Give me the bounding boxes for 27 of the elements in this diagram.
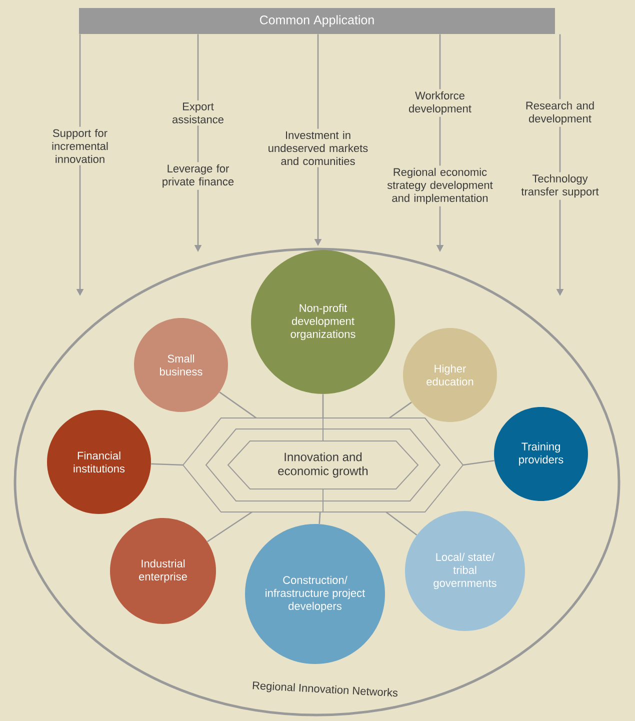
connector-line — [219, 392, 257, 419]
connector-line — [197, 34, 199, 100]
connector-line — [79, 34, 81, 127]
text-label: Leverage for private finance — [162, 164, 234, 188]
text-label: Export assistance — [172, 102, 224, 124]
text-label: Workforce development — [408, 91, 472, 115]
connector-line — [462, 460, 494, 466]
text-label: Investment in undeserved markets and comunities — [268, 130, 368, 166]
text-label: Regional economic strategy development and implementation — [387, 168, 493, 204]
connector-line — [151, 463, 184, 466]
connector-line — [318, 512, 321, 524]
connector-line — [317, 34, 319, 129]
connector-line — [386, 511, 418, 536]
text-label: Support for incremental innovation — [52, 128, 108, 164]
hub-label: Innovation and economic growth — [278, 452, 368, 478]
text-label: Research and development — [526, 101, 594, 125]
connector-line — [388, 402, 412, 419]
connector-line — [439, 116, 441, 166]
connector-line — [559, 34, 561, 100]
connector-line — [197, 126, 199, 162]
connector-line — [207, 511, 252, 542]
connector-line — [559, 126, 561, 172]
connector-line — [439, 34, 441, 90]
ellipse-label: Regional Innovation Networks — [252, 682, 398, 697]
header-bar: Common Application — [79, 8, 555, 34]
text-label: Technology transfer support — [521, 174, 599, 198]
connector-line — [322, 394, 324, 418]
